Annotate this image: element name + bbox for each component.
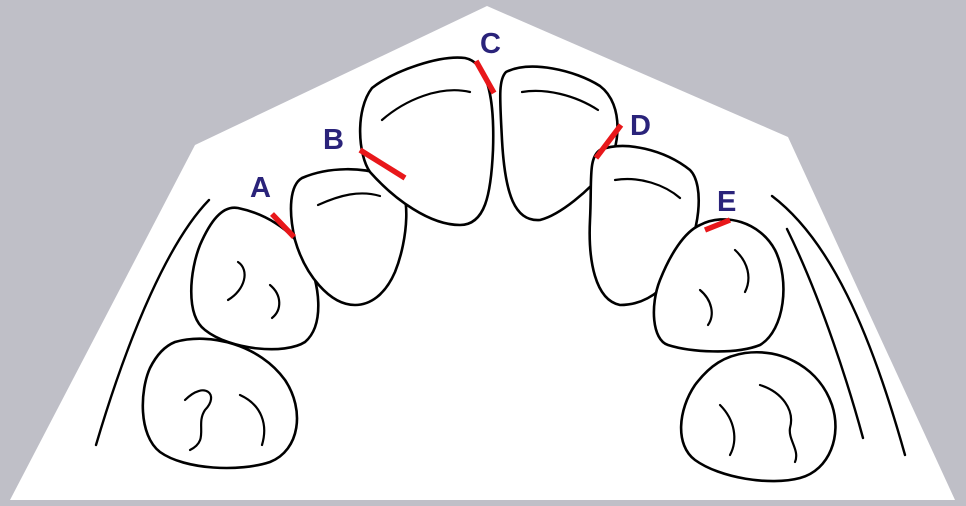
contact-e-label: E bbox=[717, 186, 736, 218]
contact-a-label: A bbox=[250, 172, 271, 204]
contact-c-label: C bbox=[480, 28, 501, 60]
contact-b-label: B bbox=[323, 124, 344, 156]
contact-d-label: D bbox=[630, 110, 651, 142]
